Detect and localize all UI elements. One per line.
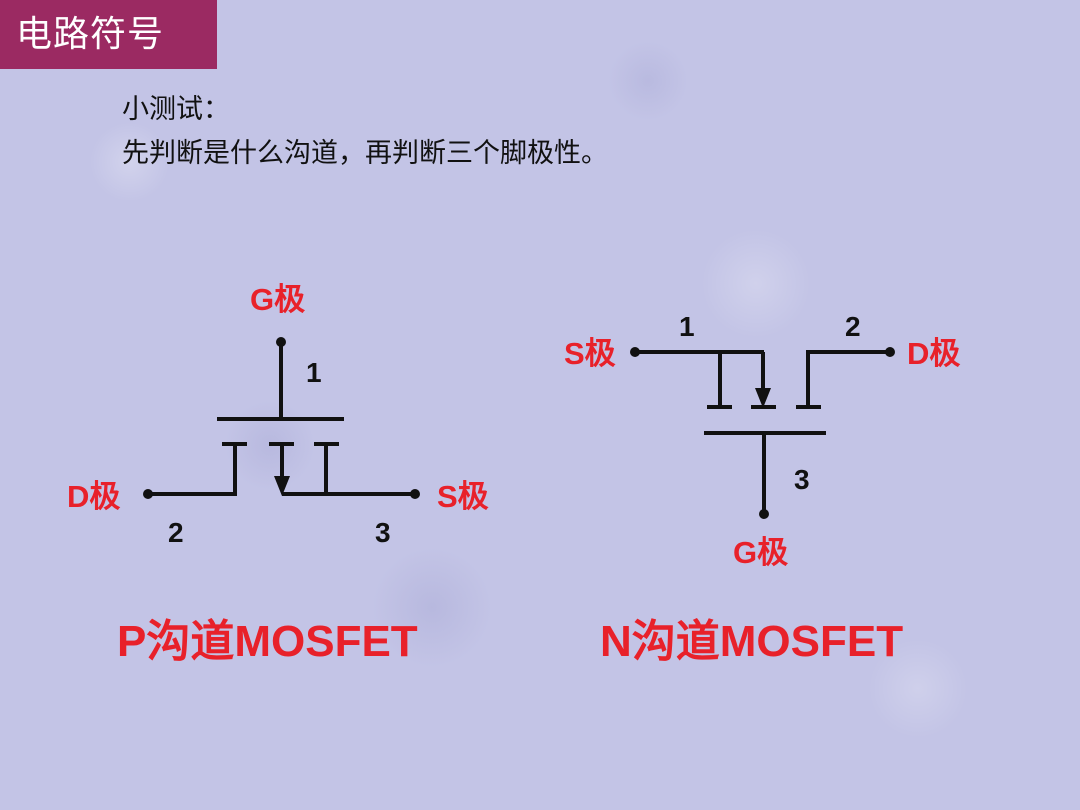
p-drain-terminal [143, 489, 153, 499]
p-channel-caption: P沟道MOSFET [117, 617, 418, 666]
p-gate-label: G极 [250, 282, 306, 317]
n-gate-pin-number: 3 [794, 464, 810, 495]
intro-text: 小测试： 先判断是什么沟道，再判断三个脚极性。 [122, 88, 608, 176]
n-arrow-icon [755, 388, 771, 408]
p-gate-terminal [276, 337, 286, 347]
slide-title: 电路符号 [0, 0, 217, 69]
p-drain-label: D极 [67, 479, 121, 514]
p-source-pin-number: 3 [375, 517, 391, 548]
p-source-terminal [410, 489, 420, 499]
p-gate-pin-number: 1 [306, 357, 322, 388]
p-channel-mosfet-symbol [143, 337, 420, 499]
n-channel-caption: N沟道MOSFET [600, 617, 904, 666]
n-gate-terminal [759, 509, 769, 519]
quiz-instruction: 先判断是什么沟道，再判断三个脚极性。 [122, 138, 608, 169]
n-source-label: S极 [564, 336, 616, 371]
n-channel-mosfet-symbol [630, 347, 895, 519]
n-drain-label: D极 [907, 336, 961, 371]
n-source-pin-number: 1 [679, 311, 695, 342]
n-drain-pin-number: 2 [845, 311, 861, 342]
p-source-label: S极 [437, 479, 489, 514]
quiz-heading: 小测试： [122, 94, 230, 125]
p-drain-pin-number: 2 [168, 517, 184, 548]
p-arrow-icon [274, 476, 290, 496]
n-drain-terminal [885, 347, 895, 357]
n-gate-label: G极 [733, 535, 789, 570]
